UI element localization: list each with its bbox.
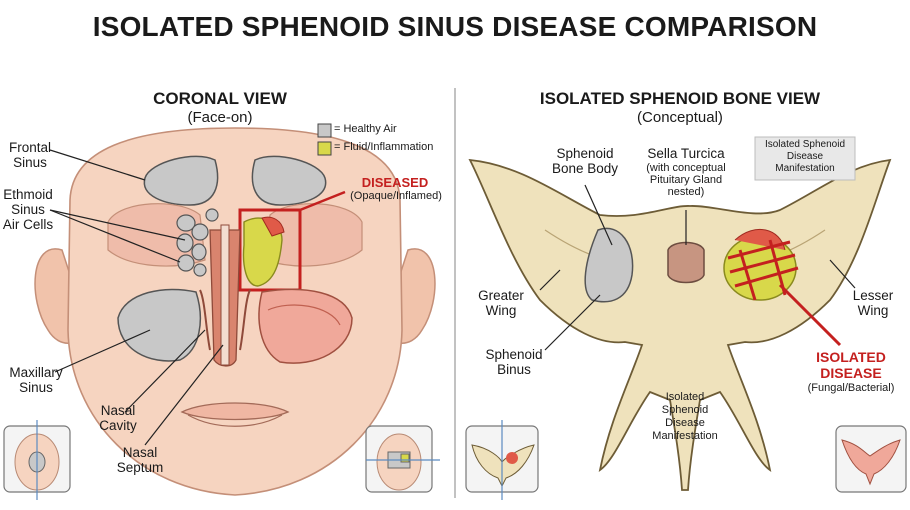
- nasal-cavity-label-2: Cavity: [99, 418, 137, 433]
- sphenoid-view-title: ISOLATED SPHENOID BONE VIEW: [539, 89, 821, 108]
- sella-turcica-shape: [667, 241, 705, 284]
- note-box-line-3: Manifestation: [775, 163, 835, 174]
- diseased-pointer: [299, 190, 346, 212]
- face-illustration: [34, 127, 436, 496]
- isolated-disease-label-1: ISOLATED: [816, 349, 886, 365]
- sella-label-4: nested): [667, 186, 705, 198]
- lips: [180, 402, 290, 421]
- right-leader-lines: [539, 184, 856, 351]
- sphenoid-sinus-label-2: Binus: [497, 362, 531, 377]
- manifestation-label-4: Manifestation: [652, 430, 718, 442]
- nasal-septum-label-1: Nasal: [122, 445, 158, 460]
- thumbnail-bone-left: [465, 420, 539, 500]
- isolated-pointer: [778, 283, 842, 347]
- greater-wing-label-2: Wing: [485, 303, 517, 318]
- disease-markings: [727, 239, 799, 301]
- sella-label-2: (with conceptual: [646, 162, 726, 174]
- sella-label-1: Sella Turcica: [647, 146, 725, 161]
- frontal-sinus-left: [143, 155, 219, 206]
- sphenoid-body-air: [584, 227, 634, 303]
- coronal-view-subtitle: (Face-on): [187, 109, 253, 126]
- legend-fluid-label: = Fluid/Inflammation: [334, 141, 434, 153]
- sphenoid-view-subtitle: (Conceptual): [637, 109, 723, 126]
- thumbnail-face-right: [365, 425, 440, 493]
- left-leader-lines: [49, 149, 224, 446]
- note-box-line-1: Isolated Sphenoid: [764, 139, 846, 150]
- greater-wing-label-1: Greater: [478, 288, 524, 303]
- turbinate-right: [239, 289, 251, 351]
- diseased-sublabel: (Opaque/Inflamed): [350, 190, 442, 202]
- ethmoid-label-3: Air Cells: [2, 217, 54, 232]
- note-box-line-2: Disease: [786, 151, 824, 162]
- maxillary-sinus-left: [117, 288, 202, 362]
- frontal-sinus-right: [251, 155, 327, 206]
- ethmoid-label-1: Ethmoid: [3, 187, 53, 202]
- manifestation-label-1: Isolated: [665, 391, 705, 403]
- legend-swatch-fluid: [317, 141, 332, 156]
- main-title: ISOLATED SPHENOID SINUS DISEASE COMPARIS…: [92, 11, 818, 42]
- sphenoid-body-label-1: Sphenoid: [556, 146, 614, 161]
- sella-label-3: Pituitary Gland: [649, 174, 723, 186]
- maxillary-label-2: Sinus: [19, 380, 53, 395]
- nasal-septum-shape: [220, 224, 230, 366]
- lesser-wing-label-2: Wing: [857, 303, 889, 318]
- legend-air-label: = Healthy Air: [334, 123, 397, 135]
- frontal-sinus-label-1: Frontal: [8, 140, 52, 155]
- frontal-sinus-label-2: Sinus: [13, 155, 47, 170]
- isolated-disease-label-3: (Fungal/Bacterial): [807, 382, 895, 394]
- coronal-view-title: CORONAL VIEW: [153, 89, 287, 108]
- nasal-cavity-label-1: Nasal: [100, 403, 136, 418]
- sphenoid-body-label-2: Bone Body: [551, 161, 619, 176]
- isolated-disease-label-2: DISEASE: [820, 365, 882, 381]
- turbinate-left: [199, 289, 211, 351]
- diseased-inflamed-area: [261, 216, 285, 237]
- thumbnail-bone-right: [835, 425, 907, 493]
- sphenoid-sinus-label-1: Sphenoid: [485, 347, 543, 362]
- manifestation-label-3: Disease: [665, 417, 705, 429]
- sphenoid-bone-illustration: [468, 158, 892, 491]
- maxillary-label-1: Maxillary: [9, 365, 63, 380]
- ethmoid-label-2: Sinus: [11, 202, 45, 217]
- legend-swatch-air: [317, 123, 332, 138]
- maxillary-sinus-right: [258, 288, 353, 364]
- diseased-label: DISEASED: [361, 175, 429, 190]
- thumbnail-face-left: [3, 420, 71, 500]
- ethmoid-cells: [176, 208, 219, 277]
- nasal-septum-label-2: Septum: [116, 460, 164, 475]
- manifestation-label-2: Sphenoid: [661, 404, 709, 416]
- note-box-bg: [754, 136, 856, 181]
- lesser-wing-label-1: Lesser: [852, 288, 894, 303]
